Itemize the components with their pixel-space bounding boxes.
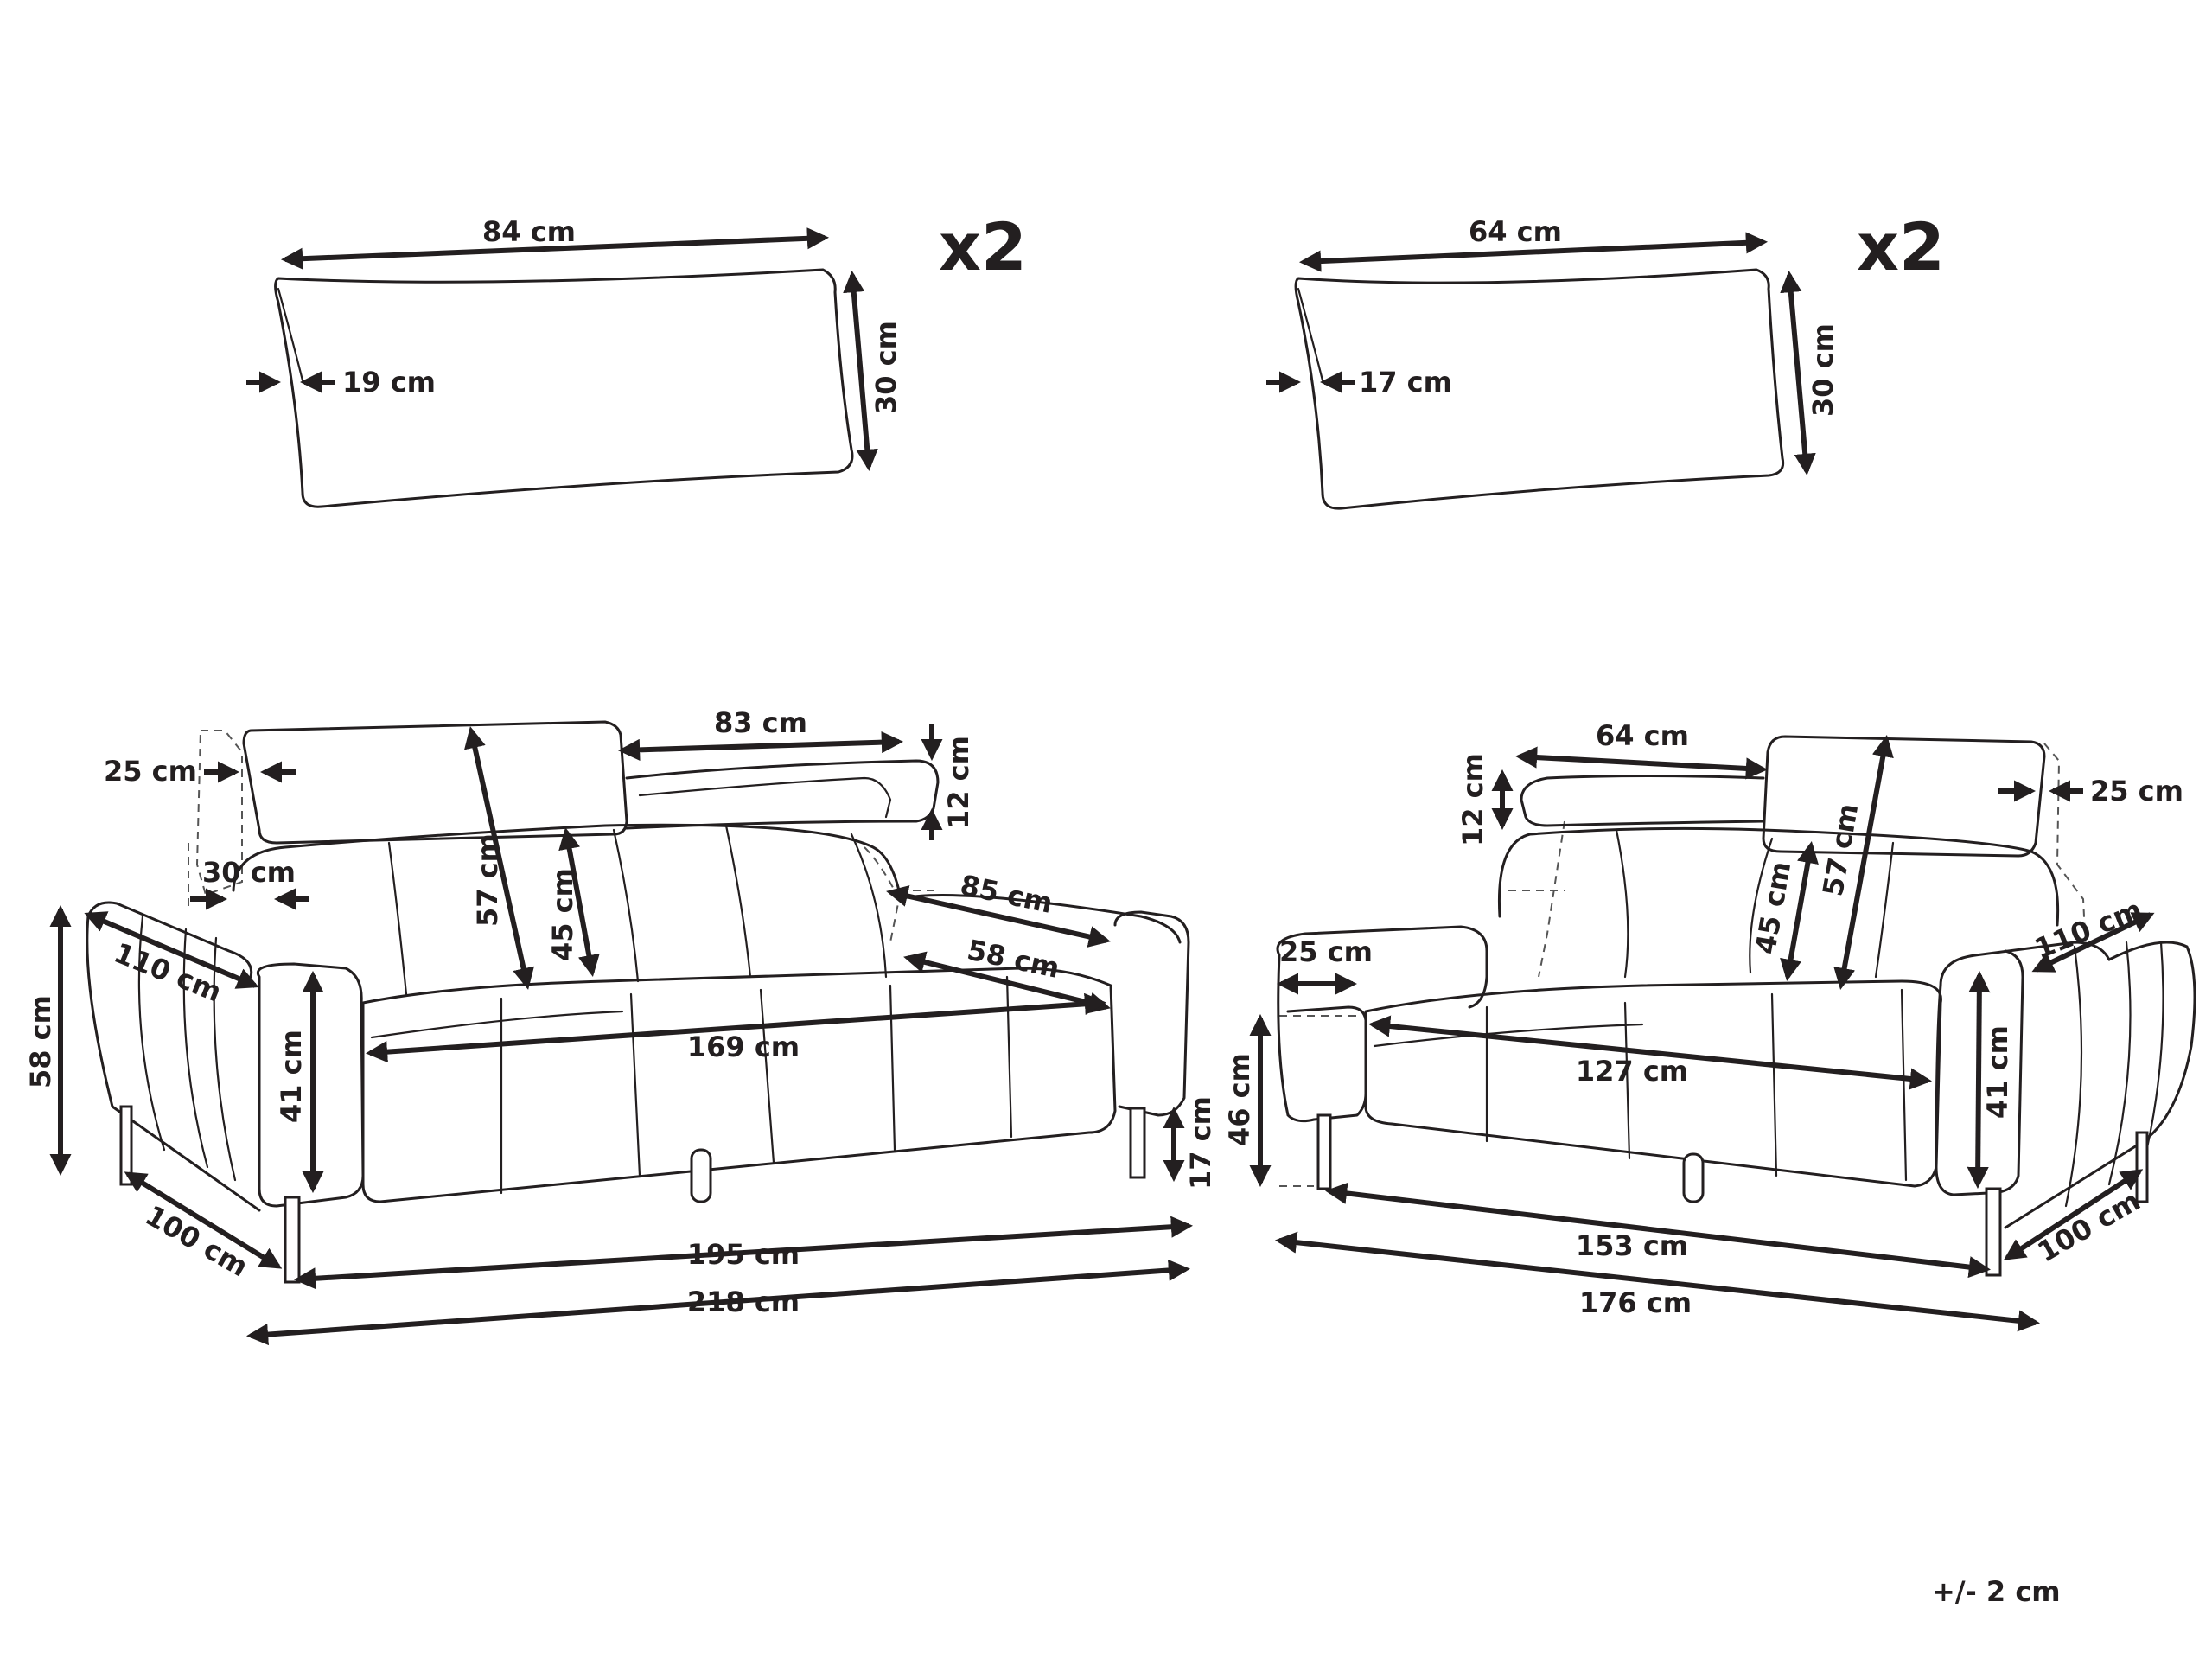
pillow-left-outline (274, 268, 854, 508)
sofa-small-headrest-width-arrow (1514, 746, 1769, 780)
sofa-small-arm-height-label: 41 cm (1981, 1025, 2014, 1119)
sofa-large-raise-label: 12 cm (942, 736, 975, 829)
sofa-large-depth-arrow (124, 1171, 283, 1269)
sofa-small-arm-left-front (1277, 954, 1367, 1123)
sofa-large-seat (361, 967, 1117, 1203)
sofa-small-ghost-guides (1279, 1015, 1357, 1187)
sofa-large-headrest-width-label: 83 cm (714, 706, 807, 739)
sofa-small: 64 cm 12 cm 25 cm 57 cm 45 cm 110 cm 25 … (1223, 719, 2196, 1332)
sofa-large-arm-height-label: 41 cm (275, 1030, 308, 1123)
tolerance-note: +/- 2 cm (1932, 1575, 2061, 1608)
sofa-large-headrest-right-fold (638, 776, 892, 819)
sofa-large-total-width-label: 218 cm (687, 1286, 800, 1318)
sofa-small-leg-center (1682, 1152, 1705, 1203)
sofa-small-total-width-arrow (1274, 1231, 2041, 1332)
pillow-left-depth-label: 19 cm (342, 366, 436, 399)
pillow-right-quantity: x2 (1857, 208, 1945, 285)
sofa-large-headrest-width-arrow (617, 731, 904, 761)
sofa-large-arm-right-front (1113, 910, 1190, 1117)
sofa-small-leg-front-right (1985, 1187, 2002, 1277)
sofa-large-back-height-arrow (464, 726, 534, 990)
sofa-large-backrest (232, 823, 901, 892)
sofa-small-headrest-width-label: 64 cm (1596, 719, 1689, 752)
sofa-large-ghost-headrest (195, 730, 243, 896)
sofa-large-leg-height-label: 17 cm (1184, 1096, 1217, 1190)
sofa-small-backrest (1497, 826, 2060, 927)
pillow-right-height-arrow (1780, 270, 1816, 476)
sofa-large-seat-width-label: 169 cm (687, 1030, 800, 1063)
sofa-small-seat (1364, 979, 1942, 1188)
sofa-large-total-width-arrow (245, 1259, 1191, 1346)
sofa-small-arm-depth-arrow (2031, 912, 2155, 973)
sofa-large-arm-length-arrow (886, 885, 1111, 948)
sofa-small-arm-depth-label: 110 cm (2030, 893, 2146, 966)
pillow-left: 84 cm 19 cm 30 cm x2 (246, 208, 1027, 508)
pillow-left-width-arrow (280, 227, 830, 270)
pillow-left-quantity: x2 (939, 208, 1027, 285)
pillow-right: 64 cm 17 cm 30 cm x2 (1266, 208, 1945, 510)
sofa-small-seat-height-label: 46 cm (1223, 1053, 1256, 1146)
sofa-small-total-width-label: 176 cm (1579, 1286, 1692, 1319)
sofa-small-depth-arrow (2003, 1169, 2144, 1260)
sofa-small-cushion-height-label: 45 cm (1749, 859, 1797, 957)
sofa-small-arm-right-outer (2004, 941, 2196, 1229)
sofa-large-back-seams (387, 824, 888, 996)
sofa-small-arm-width-label: 25 cm (1279, 935, 1373, 968)
sofa-small-depth-label: 100 cm (2032, 1184, 2146, 1268)
pillow-right-width-label: 64 cm (1469, 215, 1562, 248)
pillow-right-height-label: 30 cm (1807, 323, 1839, 417)
sofa-small-raise-label: 12 cm (1457, 753, 1489, 846)
sofa-small-seat-width-label: 127 cm (1576, 1055, 1688, 1088)
sofa-small-arm-height-arrow (1967, 970, 1991, 1190)
sofa-small-arm-right-channels (2064, 941, 2164, 1208)
sofa-large-leg-front-left (284, 1196, 301, 1284)
sofa-large-cushion-height-arrow (558, 827, 600, 977)
sofa-small-ghost-headrest (2043, 743, 2086, 935)
sofa-large-total-height-label: 58 cm (24, 995, 57, 1088)
sofa-large-headrest-left (242, 720, 628, 845)
pillow-right-outline (1294, 268, 1785, 510)
sofa-small-headrest-right (1762, 735, 2046, 858)
sofa-small-headrest-left (1520, 775, 1765, 827)
sofa-small-seat-width-arrow (1367, 1015, 1933, 1090)
sofa-small-ghost-left (1508, 820, 1565, 978)
sofa-small-headrest-depth-label: 25 cm (2090, 775, 2183, 807)
sofa-large-back-height-label: 57 cm (471, 833, 504, 927)
sofa-large-back-depth-label: 30 cm (202, 856, 296, 889)
sofa-large-inner-width-label: 195 cm (687, 1238, 800, 1271)
sofa-large-cushion-height-label: 45 cm (546, 868, 579, 961)
sofa-small-leg-back-right (2135, 1131, 2149, 1203)
sofa-small-arm-left-top (1276, 925, 1488, 1009)
pillow-right-width-arrow (1298, 232, 1769, 272)
pillow-left-height-label: 30 cm (870, 321, 902, 414)
pillow-right-depth-label: 17 cm (1359, 366, 1452, 399)
sofa-large-headrest-right (625, 759, 940, 830)
sofa-large-leg-front-right (1129, 1107, 1146, 1179)
sofa-large-headrest-depth-label: 25 cm (104, 755, 197, 788)
sofa-small-inner-width-label: 153 cm (1576, 1229, 1688, 1262)
sofa-small-cushion-height-arrow (1780, 841, 1819, 981)
pillow-left-width-label: 84 cm (482, 215, 576, 248)
pillow-left-height-arrow (843, 270, 878, 472)
sofa-small-back-height-arrow (1833, 735, 1894, 990)
sofa-large-leg-center (690, 1148, 712, 1203)
sofa-large-seat-width-arrow (365, 992, 1107, 1063)
sofa-large-arm-depth-arrow (84, 911, 259, 989)
sofa-small-leg-front-left (1316, 1113, 1332, 1190)
sofa-large: 25 cm 83 cm 12 cm 57 cm 45 cm 30 cm 85 c… (24, 706, 1217, 1346)
